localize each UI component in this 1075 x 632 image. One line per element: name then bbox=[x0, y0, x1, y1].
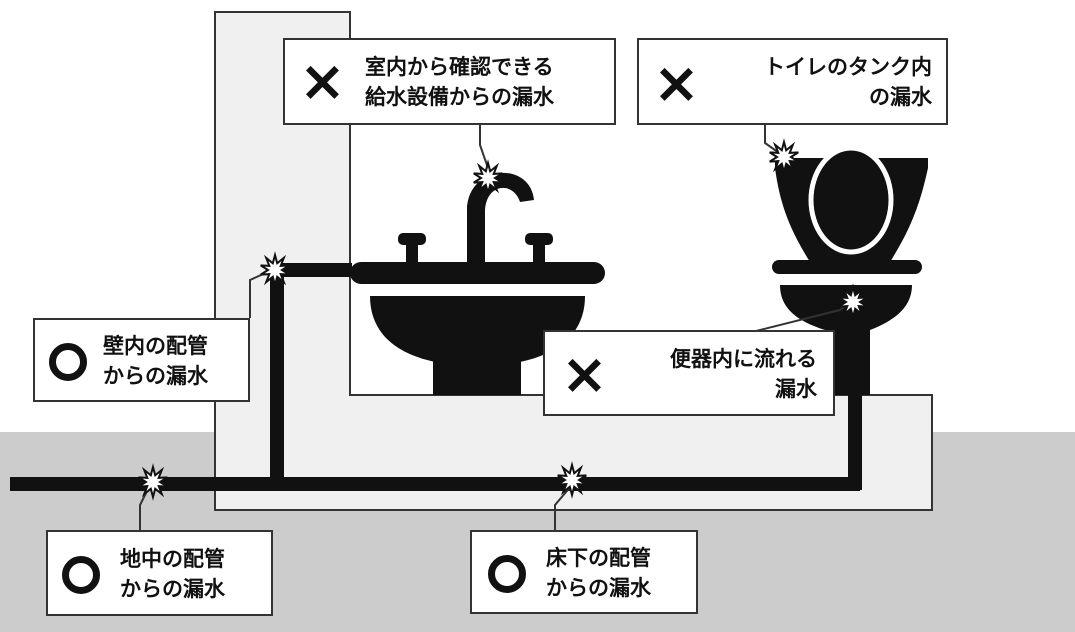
not-covered-mark: × bbox=[299, 49, 346, 114]
callout-label: 地中の配管 からの漏水 bbox=[120, 547, 225, 601]
covered-mark bbox=[49, 343, 87, 381]
leak-star-underfloor bbox=[557, 461, 587, 499]
leak-star-tank bbox=[769, 138, 799, 176]
callout-label: 床下の配管 からの漏水 bbox=[546, 546, 651, 600]
callout-toilet-tank: × トイレのタンク内 の漏水 bbox=[637, 38, 948, 125]
covered-mark bbox=[62, 556, 100, 594]
toilet-fixture bbox=[772, 145, 928, 395]
leak-markers bbox=[138, 138, 868, 501]
callout-toilet-bowl: × 便器内に流れる 漏水 bbox=[543, 330, 835, 416]
leak-star-bowl bbox=[838, 283, 868, 321]
callout-wall-pipe: 壁内の配管 からの漏水 bbox=[33, 318, 250, 402]
callout-underfloor-pipe: 床下の配管 からの漏水 bbox=[470, 530, 698, 614]
leak-star-wall bbox=[260, 251, 290, 289]
callout-label: 室内から確認できる 給水設備からの漏水 bbox=[365, 55, 554, 109]
callout-label: 便器内に流れる 漏水 bbox=[670, 347, 817, 401]
callout-indoor-supply: × 室内から確認できる 給水設備からの漏水 bbox=[283, 38, 616, 125]
callout-label: 壁内の配管 からの漏水 bbox=[103, 334, 208, 388]
not-covered-mark: × bbox=[653, 51, 700, 116]
callout-underground-pipe: 地中の配管 からの漏水 bbox=[46, 530, 273, 616]
leak-star-faucet bbox=[473, 159, 503, 197]
not-covered-mark: × bbox=[561, 342, 608, 407]
leak-star-underground bbox=[138, 463, 168, 501]
callout-label: トイレのタンク内 の漏水 bbox=[764, 55, 932, 109]
covered-mark bbox=[488, 555, 526, 593]
